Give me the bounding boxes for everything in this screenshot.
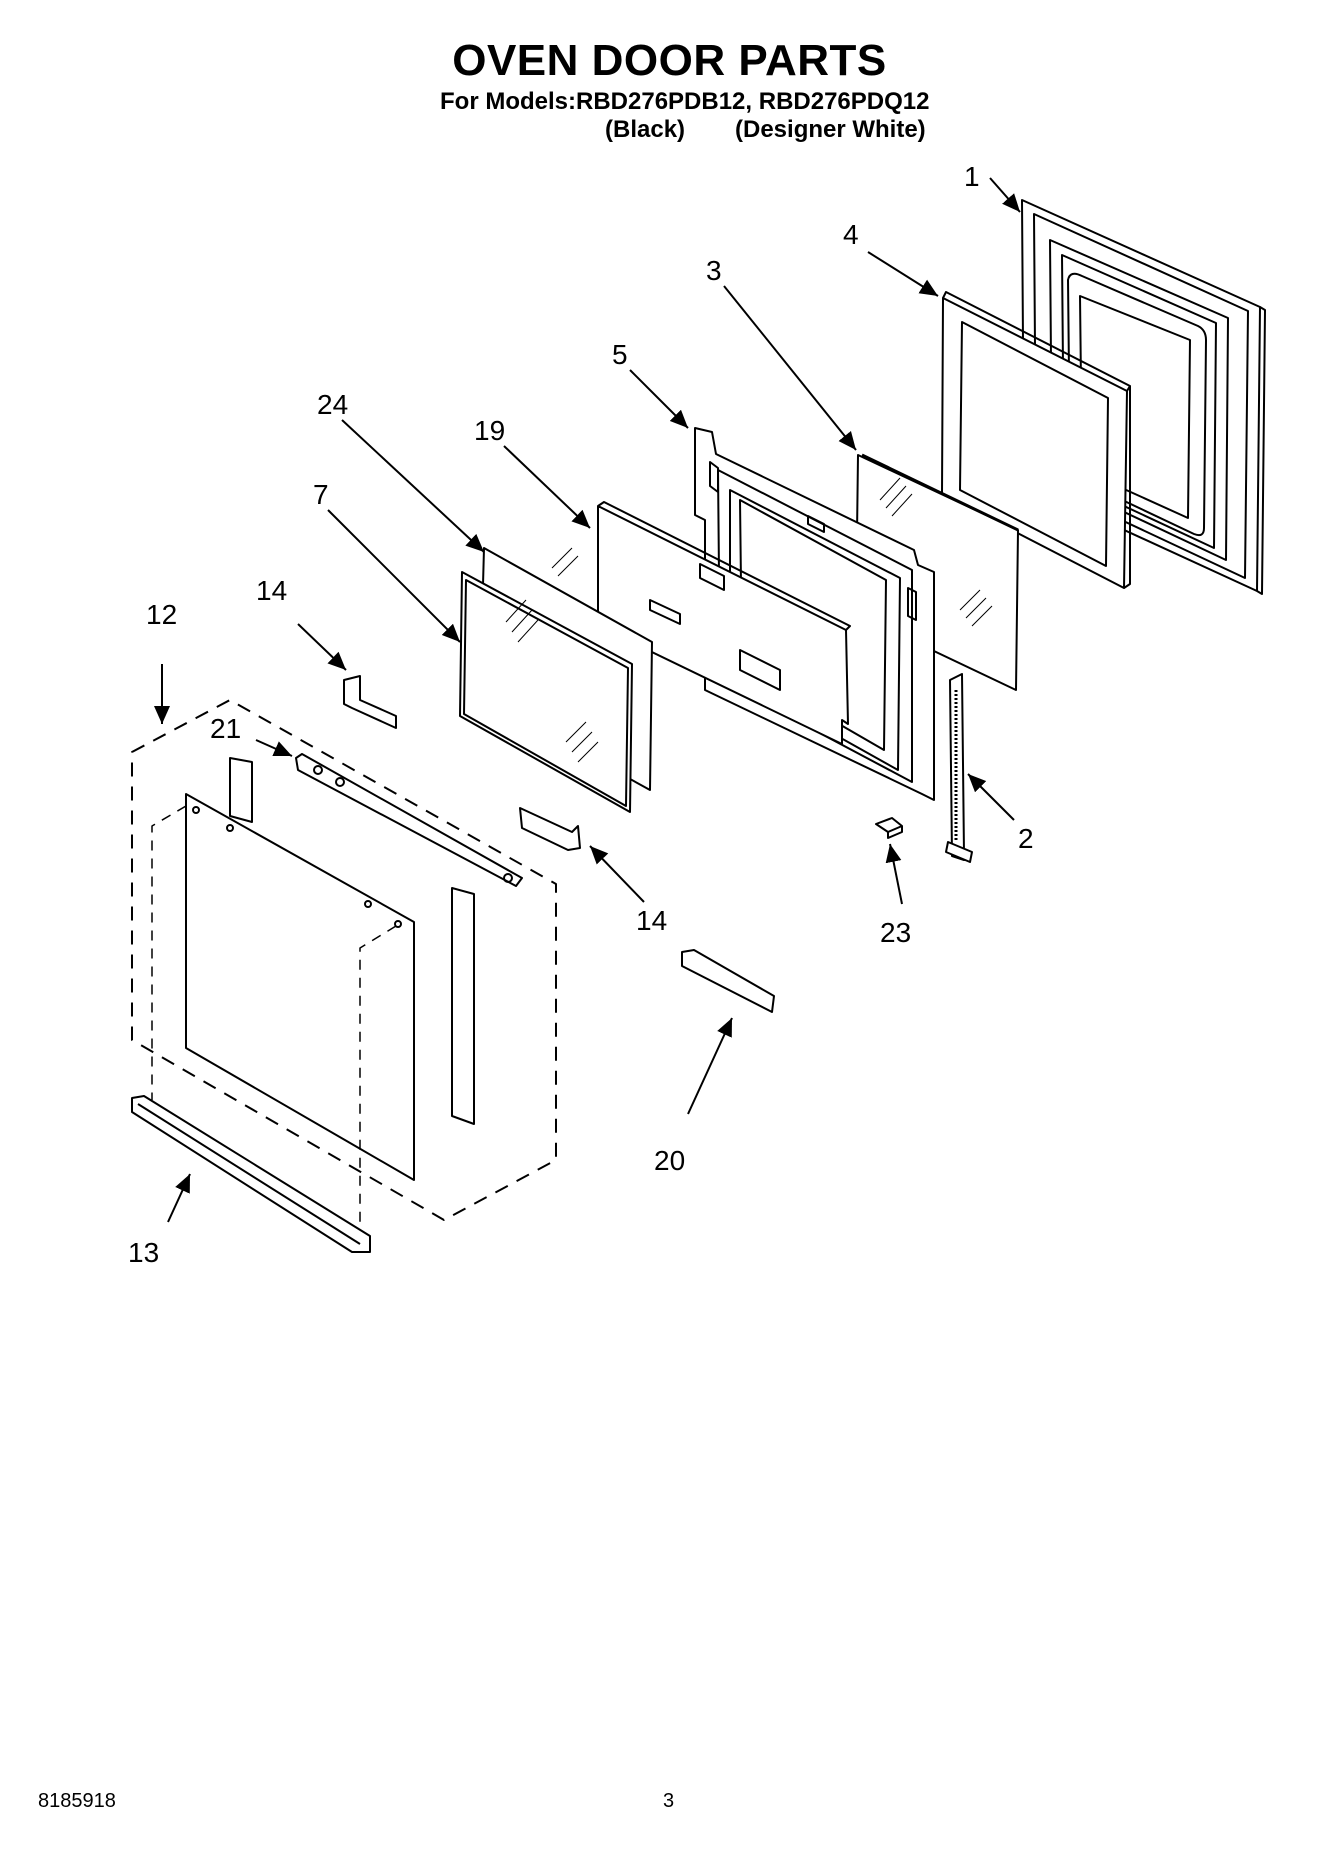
leader-arrows	[154, 177, 1021, 1223]
arrow-3	[723, 285, 857, 451]
arrow-7	[327, 509, 461, 643]
page-number: 3	[663, 1790, 675, 1812]
arrow-14-lower	[589, 845, 645, 903]
part-21-upper-strip	[295, 753, 523, 887]
callout-21: 21	[210, 713, 241, 744]
page-title: OVEN DOOR PARTS	[452, 36, 887, 85]
callout-1: 1	[964, 161, 980, 192]
arrow-1	[989, 177, 1021, 213]
side-strip-left	[229, 757, 253, 823]
part-13-bottom-trim	[131, 1095, 371, 1253]
arrow-13	[167, 1173, 191, 1223]
callout-13: 13	[128, 1237, 159, 1268]
callout-7: 7	[313, 479, 329, 510]
arrow-23	[885, 843, 903, 905]
part-20-trim-strip	[681, 949, 775, 1013]
arrow-19	[503, 445, 591, 529]
callout-2: 2	[1018, 823, 1034, 854]
part-23-clip	[875, 817, 903, 839]
document-number: 8185918	[38, 1790, 116, 1812]
callout-20: 20	[654, 1145, 685, 1176]
callout-23: 23	[880, 917, 911, 948]
arrow-21	[255, 739, 293, 757]
arrow-4	[867, 251, 939, 297]
callout-19: 19	[474, 415, 505, 446]
arrow-2	[967, 773, 1015, 821]
callout-14-lower: 14	[636, 905, 667, 936]
part-14-bracket-upper	[343, 675, 397, 729]
door-panel	[151, 793, 415, 1238]
callout-labels: 1 4 3 5 24 19 7 14 12 21 2 14 23 20 13	[128, 161, 1034, 1268]
part-2-hinge	[945, 673, 973, 863]
part-12-door-assembly-outline	[131, 699, 557, 1221]
side-strip-right	[451, 887, 475, 1125]
models-line: For Models:RBD276PDB12, RBD276PDQ12	[440, 88, 930, 115]
callout-4: 4	[843, 219, 859, 250]
arrow-20	[687, 1017, 733, 1115]
part-14-bracket-lower	[519, 807, 581, 851]
callout-24: 24	[317, 389, 348, 420]
arrow-24	[341, 419, 485, 553]
variant-white-label: (Designer White)	[735, 116, 926, 143]
callout-12: 12	[146, 599, 177, 630]
callout-3: 3	[706, 255, 722, 286]
callout-14-upper: 14	[256, 575, 287, 606]
part-7-outer-glass	[459, 547, 633, 813]
callout-5: 5	[612, 339, 628, 370]
arrow-5	[629, 369, 689, 429]
variant-black-label: (Black)	[605, 116, 686, 143]
arrow-14-upper	[297, 623, 347, 671]
